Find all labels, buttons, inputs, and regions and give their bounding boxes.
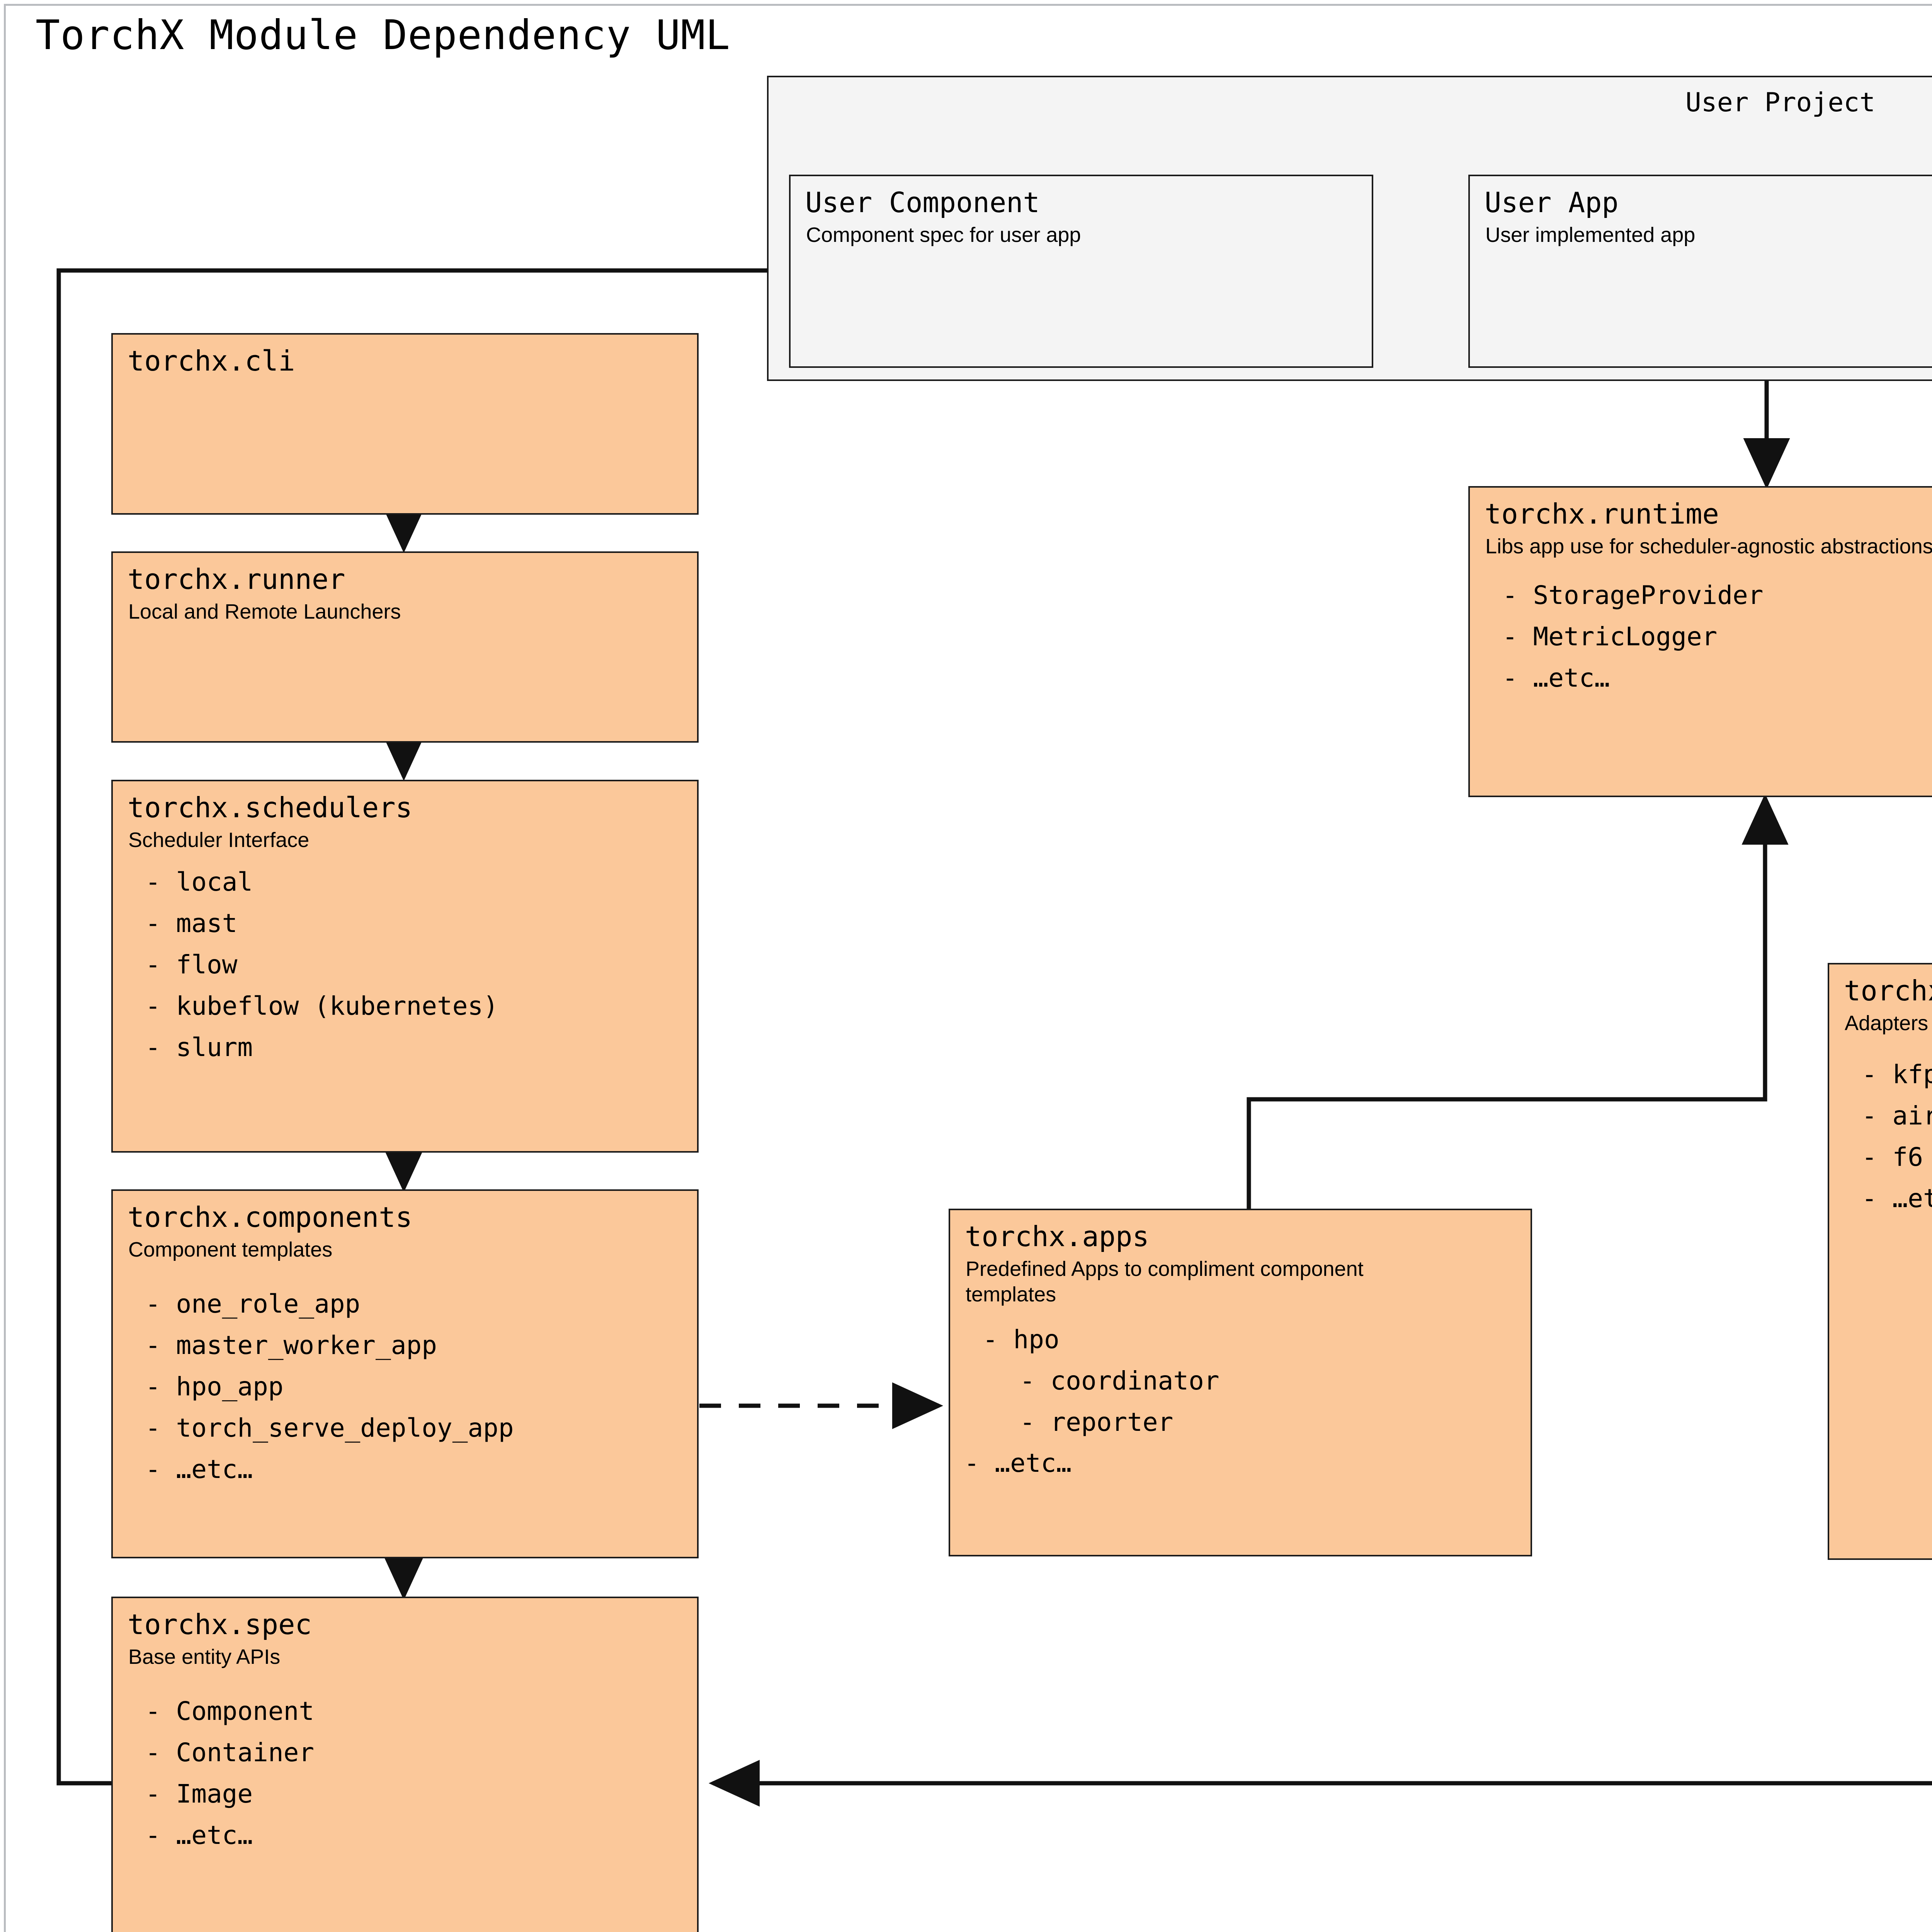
node-subtitle: Local and Remote Launchers [128,600,401,623]
node-title: torchx.pipelines [1844,975,1932,1007]
node-title: torchx.runtime [1485,498,1719,530]
node-item-list: - one_role_app - master_worker_app - hpo… [113,1263,697,1490]
list-item: - …etc… [1862,1183,1932,1213]
node-torchx-schedulers[interactable]: torchx.schedulers Scheduler Interface - … [111,780,699,1153]
node-torchx-runtime[interactable]: torchx.runtime Libs app use for schedule… [1468,486,1932,797]
node-item-list: - StorageProvider - MetricLogger - …etc… [1470,560,1932,699]
list-item: - Component [145,1696,315,1726]
node-item-list: - hpo - coordinator - reporter - …etc… [950,1308,1531,1485]
node-title: torchx.schedulers [128,791,412,824]
node-torchx-pipelines[interactable]: torchx.pipelines Adapters to Pipeline Pl… [1828,963,1932,1560]
list-item: - MetricLogger [1502,621,1718,651]
list-item: - kubeflow (kubernetes) [145,991,498,1021]
node-title: User Component [805,186,1040,219]
list-item: - local [145,867,253,897]
node-torchx-spec[interactable]: torchx.spec Base entity APIs - Component… [111,1597,699,1932]
list-item: - airflow [1862,1100,1932,1131]
node-torchx-cli[interactable]: torchx.cli [111,333,699,515]
node-item-list: - local - mast - flow - kubeflow (kubern… [113,853,697,1068]
node-user-app[interactable]: User App User implemented app [1468,175,1932,368]
list-item: - f6 [1862,1142,1923,1172]
node-torchx-runner[interactable]: torchx.runner Local and Remote Launchers [111,551,699,743]
node-subtitle: Base entity APIs [128,1645,281,1668]
user-project-title: User Project [1685,87,1876,118]
node-subtitle: Adapters to Pipeline Platforms [1845,1012,1932,1035]
node-subtitle: Predefined Apps to compliment component … [966,1257,1364,1306]
list-item: - coordinator [1020,1366,1219,1396]
node-subtitle: Libs app use for scheduler-agnostic abst… [1485,535,1932,558]
list-item: - …etc… [145,1454,253,1484]
list-item: - StorageProvider [1502,580,1764,610]
node-item-list: - Component - Container - Image - …etc… [113,1670,697,1856]
page-title: TorchX Module Dependency UML [36,12,731,59]
node-subtitle: Component templates [128,1238,333,1261]
list-item: - …etc… [964,1448,1072,1478]
node-title: torchx.cli [128,345,295,377]
list-item: - one_role_app [145,1289,361,1319]
list-item: - master_worker_app [145,1330,437,1360]
node-title: torchx.spec [128,1608,312,1641]
list-item: - Container [145,1737,315,1767]
node-torchx-apps[interactable]: torchx.apps Predefined Apps to complimen… [949,1209,1532,1556]
node-title: User App [1485,186,1619,219]
list-item: - hpo_app [145,1371,284,1401]
list-item: - …etc… [1502,663,1610,693]
node-title: torchx.runner [128,563,345,595]
node-subtitle: Component spec for user app [806,223,1081,247]
list-item: - hpo [983,1324,1060,1354]
node-title: torchx.apps [965,1220,1149,1253]
node-item-list: - kfp - airflow - f6 - …etc… [1829,1036,1932,1219]
list-item: - reporter [1020,1407,1173,1437]
node-torchx-components[interactable]: torchx.components Component templates - … [111,1189,699,1558]
node-title: torchx.components [128,1201,412,1233]
list-item: - slurm [145,1032,253,1062]
node-user-component[interactable]: User Component Component spec for user a… [789,175,1373,368]
list-item: - torch_serve_deploy_app [145,1413,514,1443]
list-item: - mast [145,908,238,938]
list-item: - …etc… [145,1820,253,1850]
list-item: - kfp [1862,1059,1932,1089]
node-subtitle: Scheduler Interface [128,828,310,852]
list-item: - flow [145,949,238,980]
list-item: - Image [145,1779,253,1809]
node-subtitle: User implemented app [1485,223,1696,247]
